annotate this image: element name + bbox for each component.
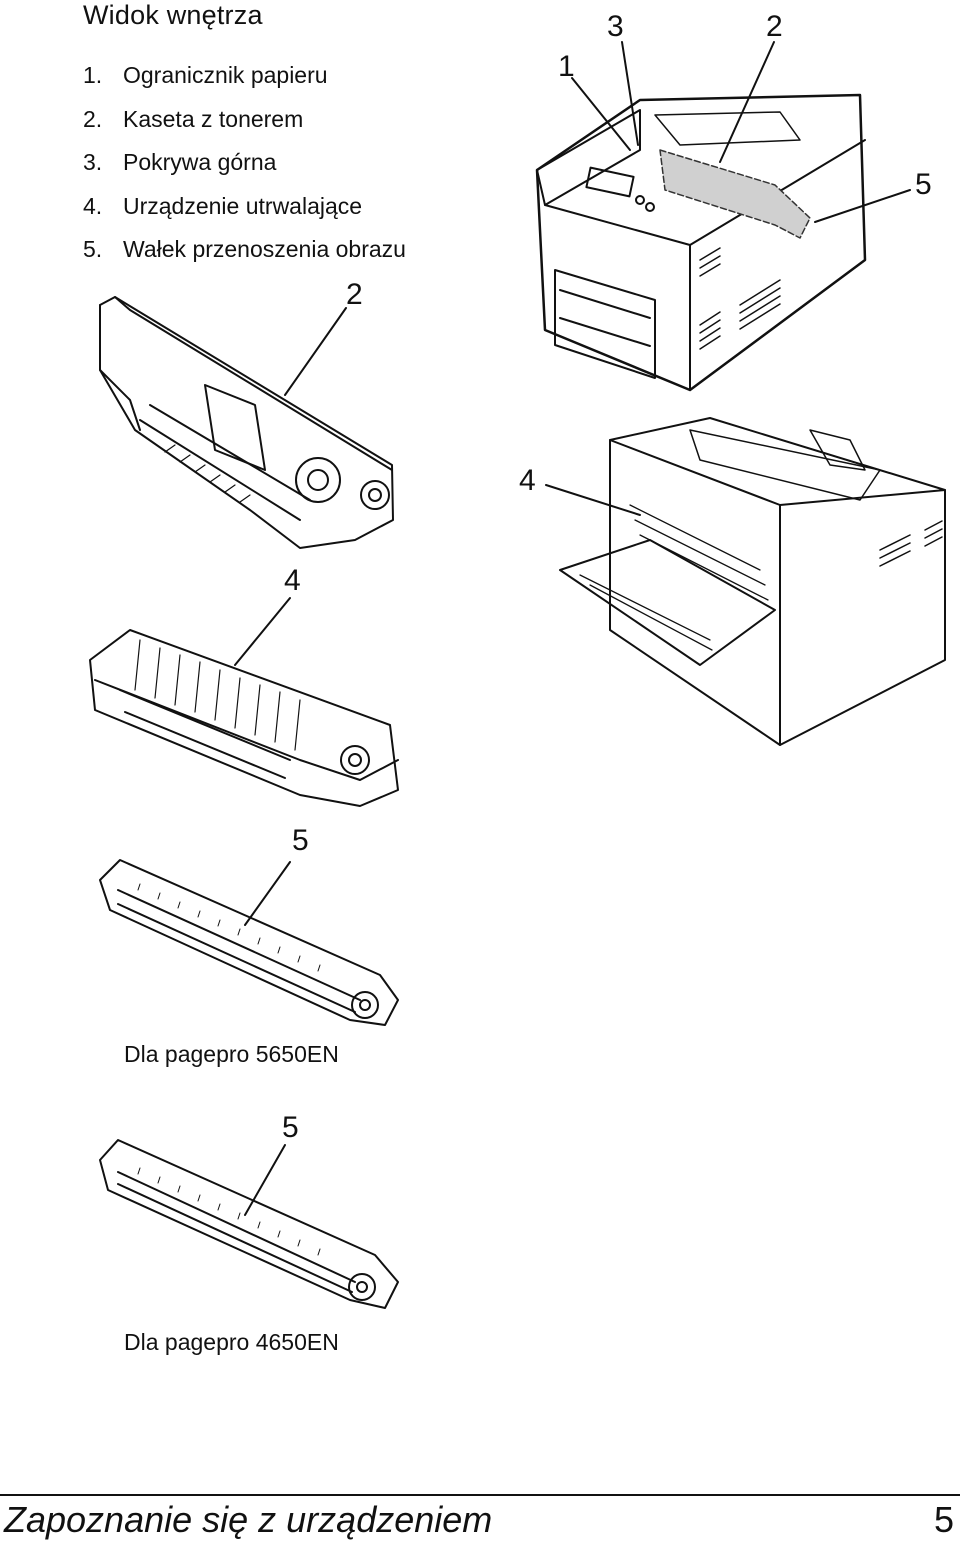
leader-line (621, 41, 639, 146)
transfer-roller-5650-illustration (99, 859, 399, 1026)
leader-line (234, 597, 291, 666)
leader-line (571, 77, 631, 151)
page-number: 5 (933, 1499, 954, 1540)
legend-item: 2. Kaseta z tonerem (83, 104, 406, 148)
legend-label: Wałek przenoszenia obrazu (123, 236, 406, 262)
caption-5650en: Dla pagepro 5650EN (124, 1041, 339, 1067)
footer-section-title: Zapoznanie się z urządzeniem (4, 1499, 493, 1540)
legend-item: 5. Wałek przenoszenia obrazu (83, 234, 406, 278)
leader-line (814, 189, 911, 223)
legend-item: 1. Ogranicznik papieru (83, 60, 406, 104)
footer-divider (0, 1494, 960, 1496)
callout-number: 2 (346, 278, 363, 311)
page-title: Widok wnętrza (83, 0, 263, 30)
legend-item: 3. Pokrywa górna (83, 147, 406, 191)
callout-number: 5 (292, 824, 309, 857)
callout-number: 1 (558, 50, 575, 83)
callout-number: 4 (519, 464, 536, 497)
callout-number: 3 (607, 10, 624, 43)
leader-line (244, 1144, 286, 1216)
printer-rear-illustration (559, 417, 946, 746)
legend-label: Ogranicznik papieru (123, 62, 328, 88)
callout-number: 4 (284, 564, 301, 597)
legend-number: 3. (83, 149, 103, 175)
toner-cartridge-illustration (99, 296, 394, 549)
legend-number: 4. (83, 192, 103, 219)
leader-line (244, 861, 291, 926)
legend-label: Kaseta z tonerem (123, 105, 304, 132)
legend-label: Pokrywa górna (123, 149, 277, 175)
leader-line (284, 307, 347, 396)
leader-line (545, 484, 641, 516)
legend-number: 1. (83, 62, 103, 88)
legend-number: 5. (83, 236, 103, 262)
transfer-roller-4650-illustration (99, 1139, 399, 1309)
callout-number: 5 (282, 1111, 299, 1144)
legend-number: 2. (83, 105, 103, 132)
legend-item: 4. Urządzenie utrwalające (83, 191, 406, 235)
leader-line (719, 41, 775, 163)
callout-number: 2 (766, 10, 783, 43)
legend-label: Urządzenie utrwalające (123, 192, 363, 219)
callout-number: 5 (915, 168, 932, 201)
caption-4650en: Dla pagepro 4650EN (124, 1329, 339, 1355)
parts-legend: 1. Ogranicznik papieru 2. Kaseta z tonerem… (83, 60, 406, 278)
fuser-unit-illustration (89, 629, 399, 807)
printer-front-illustration (535, 93, 867, 392)
